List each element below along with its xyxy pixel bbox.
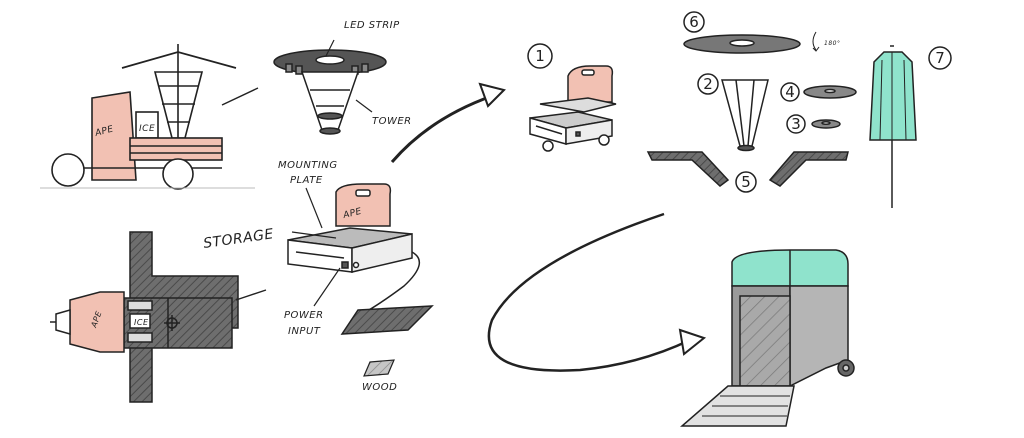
tower-assembly: [273, 49, 387, 135]
step-5-badge: 5: [735, 171, 757, 193]
leader-line-2: [235, 289, 267, 301]
storage-cart: [287, 183, 434, 335]
svg-text:6: 6: [689, 13, 699, 31]
tower-label: TOWER: [372, 116, 412, 127]
led-leader: [325, 39, 335, 57]
step-1-badge: 1: [527, 43, 553, 69]
wood-swatch: [363, 359, 395, 377]
step-3-plate: [811, 119, 841, 129]
svg-text:3: 3: [791, 115, 801, 133]
step-3-badge: 3: [786, 114, 806, 134]
step-2-tower: [721, 79, 769, 152]
arrow-to-cart: [390, 82, 506, 163]
ice-top-label: ICE: [134, 318, 149, 327]
step-7-umbrella: [869, 45, 917, 208]
ice-side-label: ICE: [139, 124, 155, 134]
step-5-plates: [646, 151, 849, 187]
step-1-cart: [529, 65, 617, 152]
svg-text:4: 4: [785, 83, 795, 101]
ape-side-label: APE: [93, 124, 115, 139]
storage-label: STORAGE: [202, 226, 275, 252]
ape-side-view: [40, 44, 255, 190]
step-6-disc: [683, 31, 820, 54]
mounting-plate-label-1: MOUNTING: [278, 160, 338, 171]
rotation-label: 180°: [824, 40, 840, 47]
wood-label: WOOD: [362, 382, 397, 393]
ape-top-view: [50, 231, 239, 403]
mounting-plate-label-2: PLATE: [290, 175, 323, 186]
step-7-badge: 7: [928, 46, 952, 70]
power-input-label-1: POWER: [284, 310, 324, 321]
horse-trailer: [679, 249, 855, 427]
mounting-leader: [305, 187, 323, 229]
ape-cart-label: APE: [341, 207, 363, 221]
svg-text:2: 2: [703, 75, 713, 93]
svg-text:5: 5: [741, 173, 751, 191]
leader-line: [221, 87, 259, 106]
svg-text:7: 7: [935, 49, 945, 67]
step-4-plate: [803, 85, 857, 99]
power-leader: [313, 267, 341, 307]
step-6-badge: 6: [683, 11, 705, 33]
svg-text:1: 1: [535, 47, 545, 65]
step-4-badge: 4: [780, 82, 800, 102]
arrow-to-trailer: [487, 212, 707, 372]
tower-leader: [355, 99, 373, 113]
step-2-badge: 2: [697, 73, 719, 95]
storage-leader: [291, 231, 337, 239]
led-strip-label: LED STRIP: [344, 20, 400, 31]
power-input-label-2: INPUT: [288, 326, 321, 337]
